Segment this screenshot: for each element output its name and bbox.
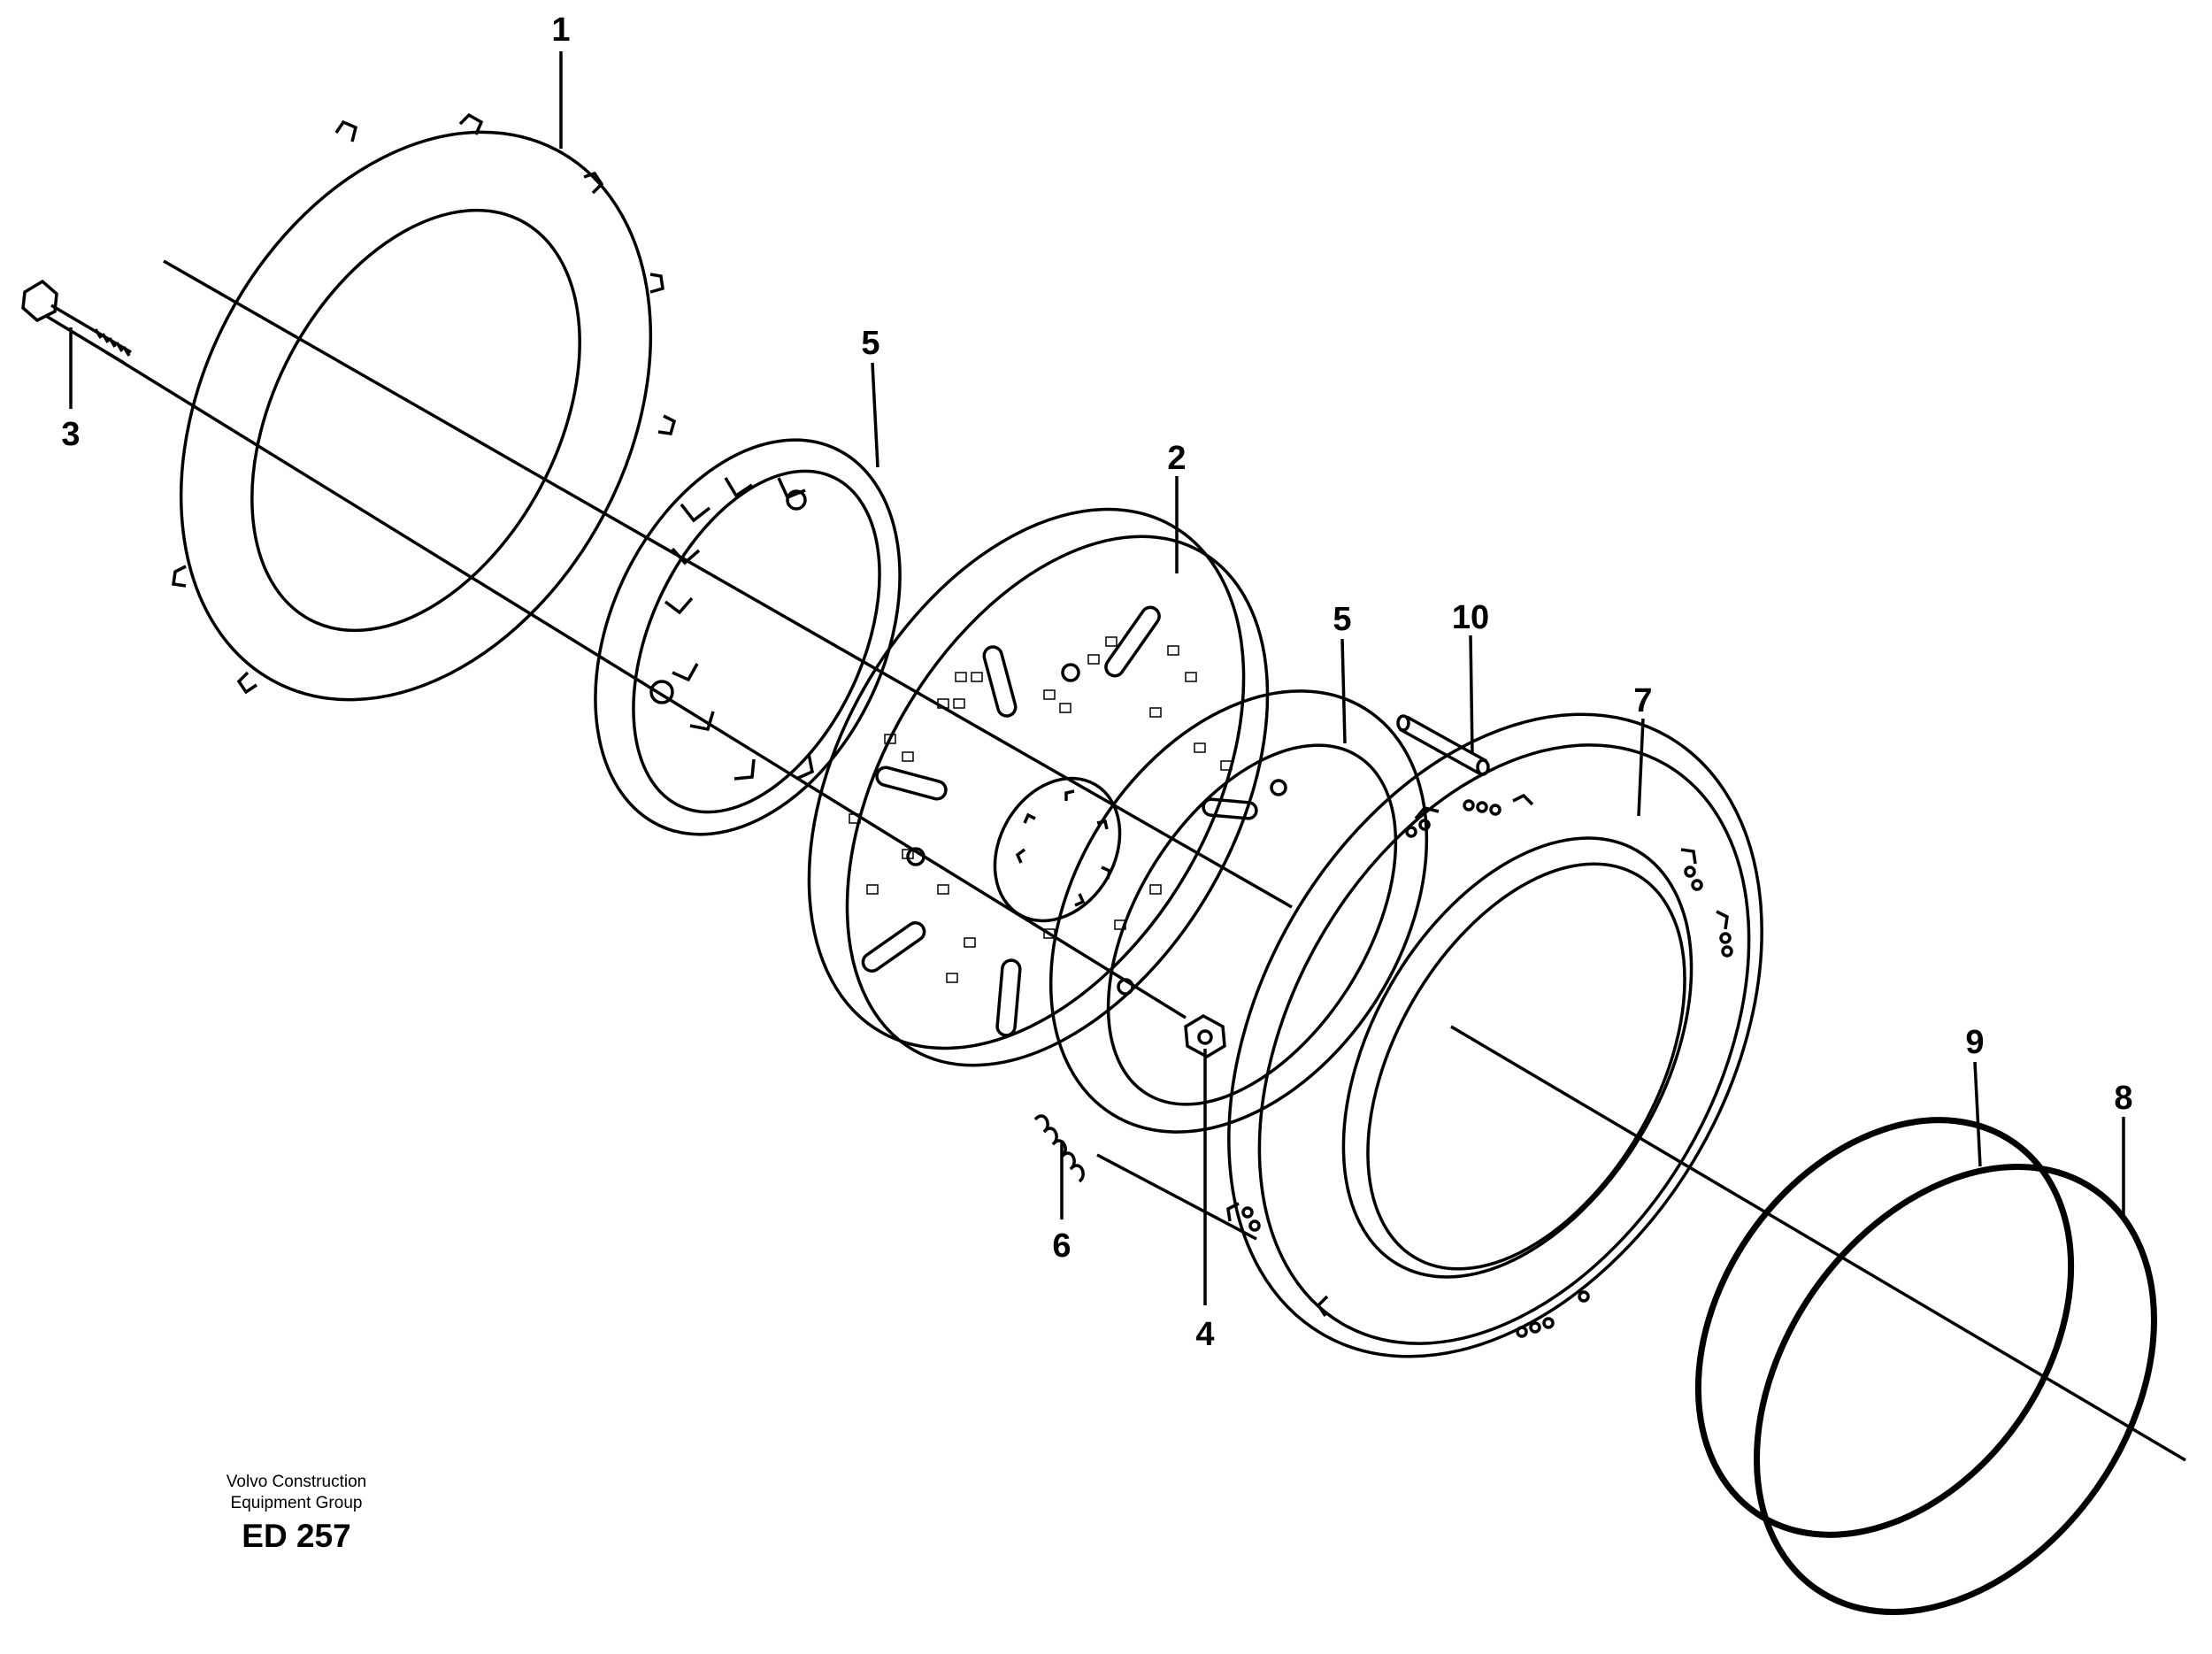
disc-part-1 — [172, 112, 677, 702]
axis-line-bolt — [105, 350, 1187, 1019]
callout-8: 8 — [2114, 1080, 2132, 1117]
piston-ring-part-5-lower — [1048, 689, 1429, 1134]
housing-part-7 — [1226, 712, 1763, 1358]
credit-line-1: Volvo Construction — [226, 1473, 367, 1491]
callout-2: 2 — [1167, 440, 1186, 477]
bolt-part-3 — [21, 279, 132, 365]
leader-line-5-upper — [871, 362, 879, 468]
callout-7: 7 — [1633, 682, 1652, 719]
leader-line-5-lower — [1340, 638, 1347, 744]
callout-10: 10 — [1452, 599, 1489, 636]
credit-line-2: Equipment Group — [230, 1494, 363, 1512]
leader-line-9 — [1973, 1061, 1982, 1167]
callout-3: 3 — [61, 416, 80, 453]
o-ring-part-8 — [1754, 1163, 2157, 1616]
retainer-ring-part-5-upper — [594, 438, 902, 836]
callout-5-lower: 5 — [1333, 601, 1351, 638]
axis-line-main — [163, 259, 1293, 909]
axis-line-main-rear — [1450, 1025, 2186, 1462]
callout-6: 6 — [1052, 1227, 1071, 1265]
leader-line-10 — [1469, 635, 1474, 755]
friction-disc-part-2 — [807, 507, 1270, 1067]
spring-part-6 — [1033, 1114, 1085, 1183]
callout-9: 9 — [1965, 1024, 1984, 1061]
friction-pattern — [849, 636, 1233, 983]
callout-5-upper: 5 — [861, 325, 879, 362]
callout-4: 4 — [1195, 1316, 1214, 1353]
nut-part-4 — [1184, 1013, 1226, 1059]
o-ring-part-9 — [1694, 1117, 2075, 1538]
callout-1: 1 — [551, 12, 570, 49]
leader-line-7 — [1637, 718, 1645, 817]
drawing-code: ED 257 — [242, 1518, 351, 1554]
axis-line-spring — [1096, 1153, 1257, 1241]
publisher-credit: Volvo Construction Equipment Group ED 25… — [168, 1472, 425, 1555]
